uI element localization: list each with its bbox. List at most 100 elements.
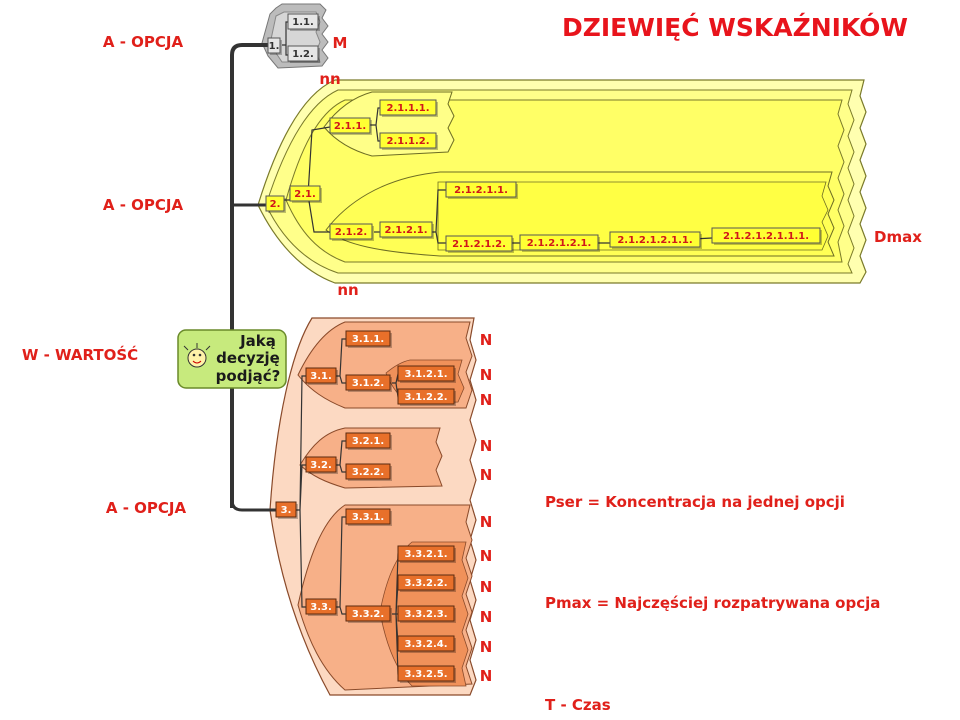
node-box [445, 181, 517, 198]
node-label: 3.3.2.5. [404, 669, 447, 680]
node-3-3-1[interactable]: 3.3.1. [345, 508, 392, 526]
node-2-1-2-1-1[interactable]: 2.1.2.1.1. [445, 181, 518, 199]
marker-n-11: N [480, 667, 493, 685]
node-2-1-2-1-2-1[interactable]: 2.1.2.1.2.1. [519, 234, 600, 252]
node-3-1-1[interactable]: 3.1.1. [345, 330, 392, 348]
node-box [275, 501, 297, 518]
node-label: 2.1.2.1.1. [454, 185, 508, 196]
node-box [711, 227, 821, 244]
node-box [345, 330, 391, 347]
node-label: 3.1.2. [352, 378, 384, 389]
node-2[interactable]: 2. [265, 195, 286, 213]
node-label: 3.2.1. [352, 436, 384, 447]
node-3-3-2[interactable]: 3.3.2. [345, 605, 392, 623]
node-box [345, 432, 391, 449]
node-label: 3.2. [310, 460, 332, 471]
marker-n-3: N [480, 391, 493, 409]
node-label: 3.3.2.1. [404, 549, 447, 560]
legend-pmax: Pmax = Najczęściej rozpatrywana opcja [545, 594, 880, 612]
node-box [287, 45, 319, 62]
node-label: 2.1.2.1.2.1.1. [617, 235, 692, 246]
node-3-3-2-5[interactable]: 3.3.2.5. [397, 665, 456, 683]
node-label: 3.3. [310, 602, 332, 613]
node-label: 2.1.2.1.2.1. [527, 238, 592, 249]
node-label: 2. [270, 199, 281, 210]
node-box [345, 374, 391, 391]
node-box [345, 605, 391, 622]
node-2-1-2-1[interactable]: 2.1.2.1. [379, 221, 434, 239]
marker-n-4: N [480, 437, 493, 455]
node-3-1[interactable]: 3.1. [305, 367, 338, 385]
node-box [287, 13, 319, 30]
node-label: 2.1.2.1. [384, 225, 427, 236]
node-box [345, 508, 391, 525]
node-3-3-2-3[interactable]: 3.3.2.3. [397, 605, 456, 623]
node-label: 3.1.1. [352, 334, 384, 345]
node-3-3-2-1[interactable]: 3.3.2.1. [397, 545, 456, 563]
node-label: 3.1. [310, 371, 332, 382]
node-3-3-2-2[interactable]: 3.3.2.2. [397, 574, 456, 592]
marker-n-6: N [480, 513, 493, 531]
legend-pser: Pser = Koncentracja na jednej opcji [545, 493, 845, 511]
marker-nn-bottom: nn [337, 281, 358, 299]
node-3[interactable]: 3. [275, 501, 298, 519]
node-box [289, 185, 321, 202]
left-label-wartosc: W - WARTOŚĆ [22, 345, 138, 364]
node-box [519, 234, 599, 251]
spine-line [230, 43, 268, 508]
left-label-opcja-3: A - OPCJA [106, 499, 187, 517]
node-label: 2.1.1.1. [386, 103, 429, 114]
node-box [397, 545, 455, 562]
node-label: 2.1.2.1.2. [452, 239, 506, 250]
node-2-1-1-1[interactable]: 2.1.1.1. [379, 99, 438, 117]
node-2-1-2-1-2[interactable]: 2.1.2.1.2. [445, 235, 514, 253]
node-3-2[interactable]: 3.2. [305, 456, 338, 474]
node-2-1-1-2[interactable]: 2.1.1.2. [379, 132, 438, 150]
marker-n-9: N [480, 608, 493, 626]
root-line-2: decyzję [216, 349, 280, 367]
node-2-1-1[interactable]: 2.1.1. [329, 117, 372, 135]
node-1[interactable]: 1. [267, 37, 282, 55]
node-label: 2.1.1.2. [386, 136, 429, 147]
node-label: 3.3.2.3. [404, 609, 447, 620]
node-label: 2.1.2. [335, 227, 367, 238]
node-2-1-2[interactable]: 2.1.2. [329, 223, 374, 241]
node-2-1-2-1-2-1-1[interactable]: 2.1.2.1.2.1.1. [609, 231, 702, 249]
node-label: 3.1.2.2. [404, 392, 447, 403]
marker-n-1: N [480, 331, 493, 349]
root-line-1: Jaką [239, 332, 276, 350]
node-label: 1. [269, 41, 280, 52]
node-3-1-2-1[interactable]: 3.1.2.1. [397, 365, 456, 383]
node-3-3-2-4[interactable]: 3.3.2.4. [397, 635, 456, 653]
node-3-2-2[interactable]: 3.2.2. [345, 463, 392, 481]
connector-lines [230, 21, 713, 675]
node-label: 3.3.2.4. [404, 639, 447, 650]
node-label: 3.3.1. [352, 512, 384, 523]
node-label: 2.1.2.1.2.1.1.1. [723, 231, 809, 242]
node-3-3[interactable]: 3.3. [305, 598, 338, 616]
node-box [267, 37, 281, 54]
marker-n-7: N [480, 547, 493, 565]
marker-n-10: N [480, 638, 493, 656]
smiley-icon [183, 343, 211, 368]
node-1-2[interactable]: 1.2. [287, 45, 320, 63]
left-label-opcja-1: A - OPCJA [103, 33, 184, 51]
node-3-2-1[interactable]: 3.2.1. [345, 432, 392, 450]
node-box [397, 605, 455, 622]
node-1-1[interactable]: 1.1. [287, 13, 320, 31]
node-2-1-2-1-2-1-1-1[interactable]: 2.1.2.1.2.1.1.1. [711, 227, 822, 245]
node-2-1[interactable]: 2.1. [289, 185, 322, 203]
marker-nn-top: nn [319, 70, 340, 88]
node-label: 3.1.2.1. [404, 369, 447, 380]
node-box [397, 388, 455, 405]
marker-n-2: N [480, 366, 493, 384]
node-3-1-2[interactable]: 3.1.2. [345, 374, 392, 392]
node-label: 3. [281, 505, 292, 516]
root-line-3: podjąć? [216, 367, 281, 385]
nodes-layer: 1.1.1.1.2.2.2.1.2.1.1.2.1.1.1.2.1.1.2.2.… [265, 13, 822, 683]
node-box [397, 635, 455, 652]
node-box [397, 365, 455, 382]
left-label-opcja-2: A - OPCJA [103, 196, 184, 214]
root-node[interactable]: Jaką decyzję podjąć? [177, 329, 287, 389]
node-3-1-2-2[interactable]: 3.1.2.2. [397, 388, 456, 406]
